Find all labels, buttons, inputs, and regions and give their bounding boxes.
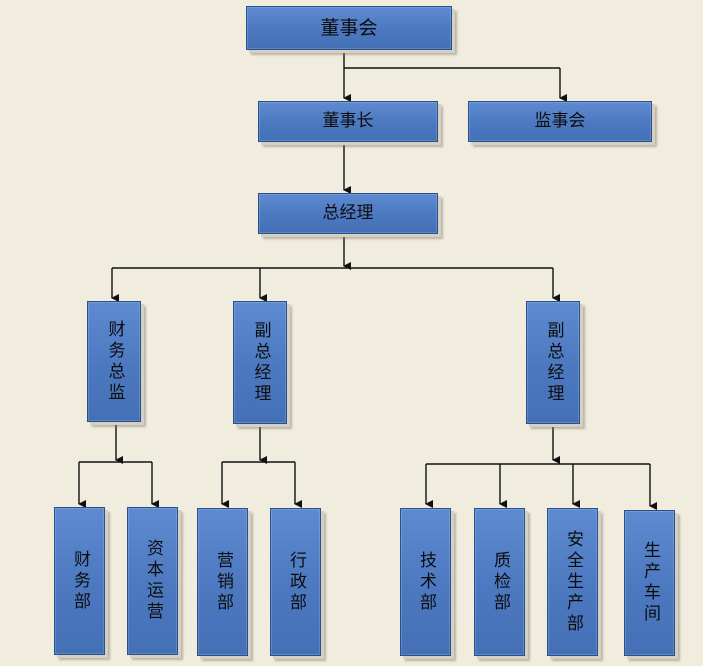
node-dept-quality: 质检部 (474, 508, 525, 656)
node-dept-technology: 技术部 (400, 508, 451, 656)
node-dept-admin: 行政部 (270, 508, 321, 656)
node-general-manager: 总经理 (258, 193, 438, 234)
node-deputy-gm-1: 副总经理 (233, 301, 287, 424)
node-board: 董事会 (246, 6, 452, 50)
node-dept-capital: 资本运营 (127, 507, 178, 655)
node-chairman: 董事长 (258, 101, 438, 142)
node-supervisors: 监事会 (468, 101, 652, 142)
node-finance-director: 财务总监 (87, 301, 141, 422)
node-dept-safety: 安全生产部 (547, 508, 598, 656)
node-dept-finance: 财务部 (54, 507, 105, 655)
node-dept-production: 生产车间 (624, 510, 675, 656)
node-deputy-gm-2: 副总经理 (526, 301, 580, 424)
node-dept-marketing: 营销部 (197, 508, 248, 656)
